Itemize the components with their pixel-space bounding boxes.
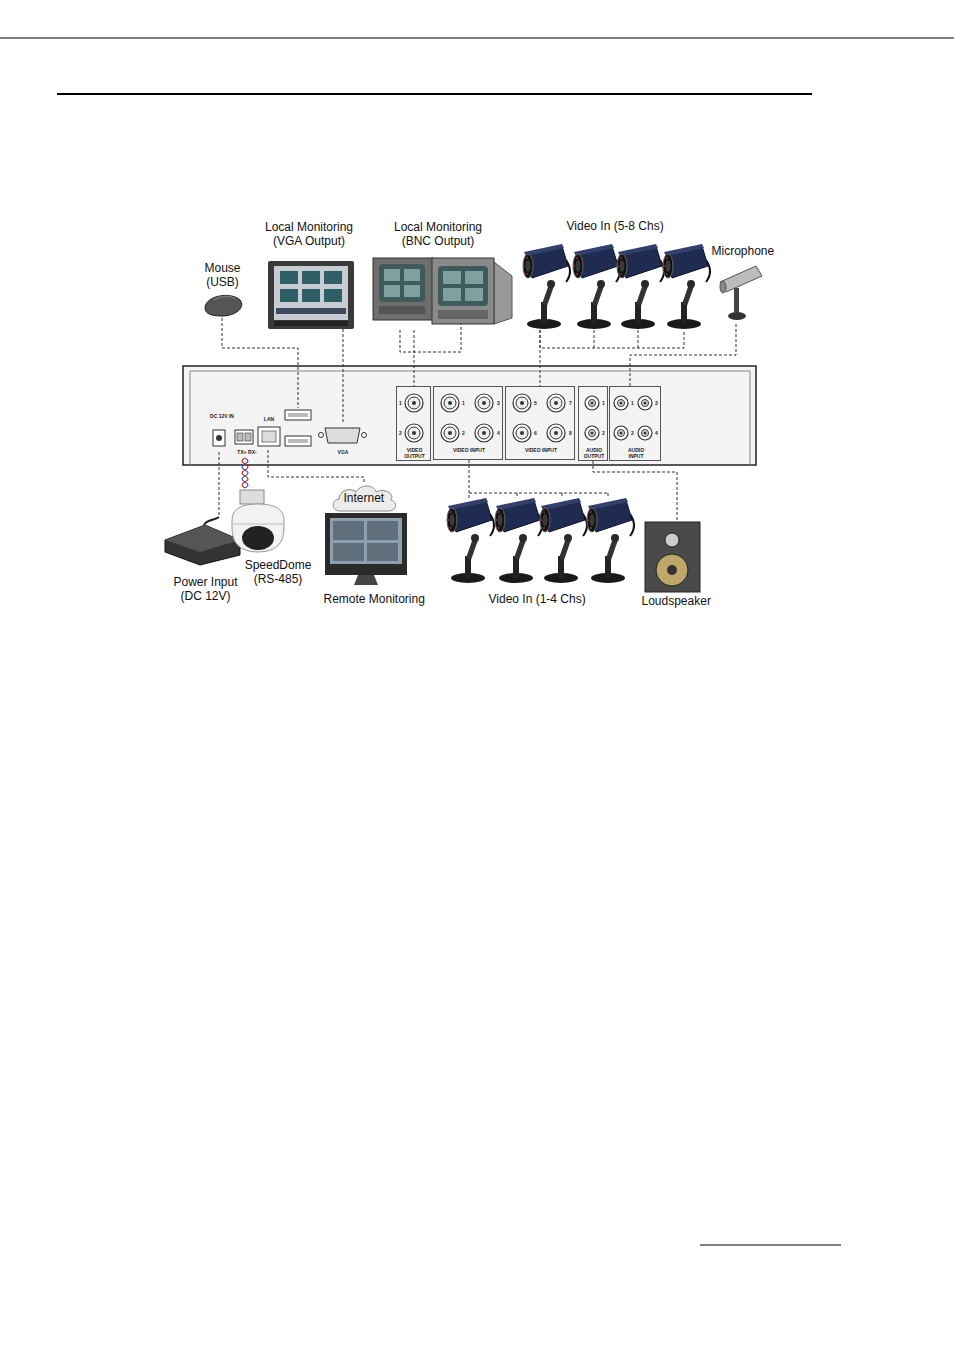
device-label: Internet bbox=[344, 491, 385, 505]
port-label: VIDEO OUTPUT bbox=[402, 448, 427, 459]
wire bbox=[222, 318, 684, 498]
microphone-picture bbox=[720, 266, 762, 320]
vga-monitor-picture bbox=[268, 261, 354, 329]
power-adapter-picture bbox=[165, 517, 240, 565]
port-number: 8 bbox=[568, 431, 573, 437]
header-rule bbox=[57, 93, 812, 95]
device-label: Local Monitoring (BNC Output) bbox=[386, 220, 490, 248]
video-input-group: 1 3 2 4VIDEO INPUT bbox=[433, 386, 503, 460]
device-label: Power Input (DC 12V) bbox=[166, 575, 246, 603]
bnc-monitor-picture bbox=[373, 258, 512, 324]
video-output-group: 1 2VIDEO OUTPUT bbox=[396, 386, 431, 461]
bnc-monitors: Local Monitoring (BNC Output) bbox=[371, 256, 513, 330]
power-port: DC 12V IN bbox=[204, 414, 241, 450]
remote-monitor: Remote Monitoring bbox=[325, 513, 407, 585]
port-number: 1 bbox=[461, 401, 466, 407]
cable-line bbox=[343, 329, 344, 424]
port-number: 3 bbox=[654, 401, 659, 407]
port-number: 4 bbox=[654, 431, 659, 437]
vga-monitor: Local Monitoring (VGA Output) bbox=[268, 261, 354, 329]
wire-branch bbox=[540, 330, 684, 348]
port-number: 1 bbox=[398, 401, 403, 407]
remote-monitor-picture bbox=[325, 513, 407, 585]
port-number: 2 bbox=[461, 431, 466, 437]
port-number: 5 bbox=[533, 401, 538, 407]
loudspeaker-picture bbox=[645, 522, 700, 592]
twisted-wire bbox=[242, 458, 248, 488]
vga-port: VGA bbox=[318, 424, 369, 458]
device-label: SpeedDome (RS-485) bbox=[240, 558, 316, 586]
cable-line bbox=[469, 460, 470, 498]
port-number: 2 bbox=[398, 431, 403, 437]
cloud-outline bbox=[333, 486, 395, 511]
port-label: AUDIO OUTPUT bbox=[582, 448, 606, 459]
port-label: VGA bbox=[318, 450, 368, 456]
port-label: VIDEO INPUT bbox=[523, 448, 559, 454]
wire-branch bbox=[469, 493, 608, 494]
device-label: Video In (5-8 Chs) bbox=[567, 219, 664, 233]
footer-rule bbox=[700, 1245, 841, 1246]
dvr-rear-panel bbox=[183, 366, 756, 465]
port-number: 1 bbox=[601, 401, 606, 407]
mouse-wire bbox=[222, 318, 298, 408]
twisted-wire bbox=[242, 458, 248, 488]
port-label: TX+ RX- bbox=[232, 450, 262, 456]
audio-input-group: 1 3 2 4AUDIO INPUT bbox=[609, 386, 661, 461]
mouse-picture bbox=[205, 295, 242, 316]
cable-line bbox=[414, 330, 415, 386]
device-label: Local Monitoring (VGA Output) bbox=[257, 220, 361, 248]
wire-branch bbox=[562, 493, 563, 498]
port-number: 2 bbox=[630, 431, 635, 437]
internet-cloud: Internet bbox=[330, 484, 398, 512]
header-rule bbox=[0, 38, 954, 39]
camera-group: Video In (5-8 Chs) bbox=[520, 244, 710, 330]
wire-branch bbox=[594, 330, 595, 348]
audio-output-group: 1 2AUDIO OUTPUT bbox=[578, 386, 608, 461]
device-label: Mouse (USB) bbox=[200, 261, 246, 289]
port-number: 2 bbox=[601, 431, 606, 437]
device-label: Loudspeaker bbox=[642, 594, 711, 608]
port-label: DC 12V IN bbox=[204, 414, 240, 420]
power-adapter: Power Input (DC 12V) bbox=[158, 515, 245, 563]
cable-line bbox=[630, 324, 736, 386]
wire-branch bbox=[638, 330, 639, 348]
microphone: Microphone bbox=[714, 262, 762, 324]
speeddome-picture bbox=[232, 490, 284, 552]
device-label: Remote Monitoring bbox=[324, 592, 425, 606]
port-number: 3 bbox=[496, 401, 501, 407]
wire-branch bbox=[608, 493, 609, 498]
port-number: 6 bbox=[533, 431, 538, 437]
port-label: AUDIO INPUT bbox=[623, 448, 649, 459]
lan-port: LAN bbox=[256, 416, 283, 450]
cable-line bbox=[593, 461, 677, 520]
port-number: 7 bbox=[568, 401, 573, 407]
wire-branch bbox=[400, 324, 461, 352]
port-label: VIDEO INPUT bbox=[451, 448, 487, 454]
cable-line bbox=[268, 450, 364, 484]
video-input-group: 5 7 6 8VIDEO INPUT bbox=[505, 386, 575, 460]
port-number: 4 bbox=[496, 431, 501, 437]
device-label: Microphone bbox=[712, 244, 775, 258]
device-label: Video In (1-4 Chs) bbox=[489, 592, 586, 606]
rs485-port: TX+ RX- bbox=[232, 428, 263, 458]
wire-branch bbox=[517, 493, 518, 498]
port-label: LAN bbox=[256, 417, 282, 423]
port-number: 1 bbox=[630, 401, 635, 407]
camera-group: Video In (1-4 Chs) bbox=[442, 498, 632, 584]
cable-line bbox=[219, 450, 220, 515]
mouse: Mouse (USB) bbox=[200, 292, 245, 318]
loudspeaker: Loudspeaker bbox=[643, 520, 701, 592]
cable-line bbox=[540, 330, 541, 386]
speeddome: SpeedDome (RS-485) bbox=[230, 488, 286, 556]
